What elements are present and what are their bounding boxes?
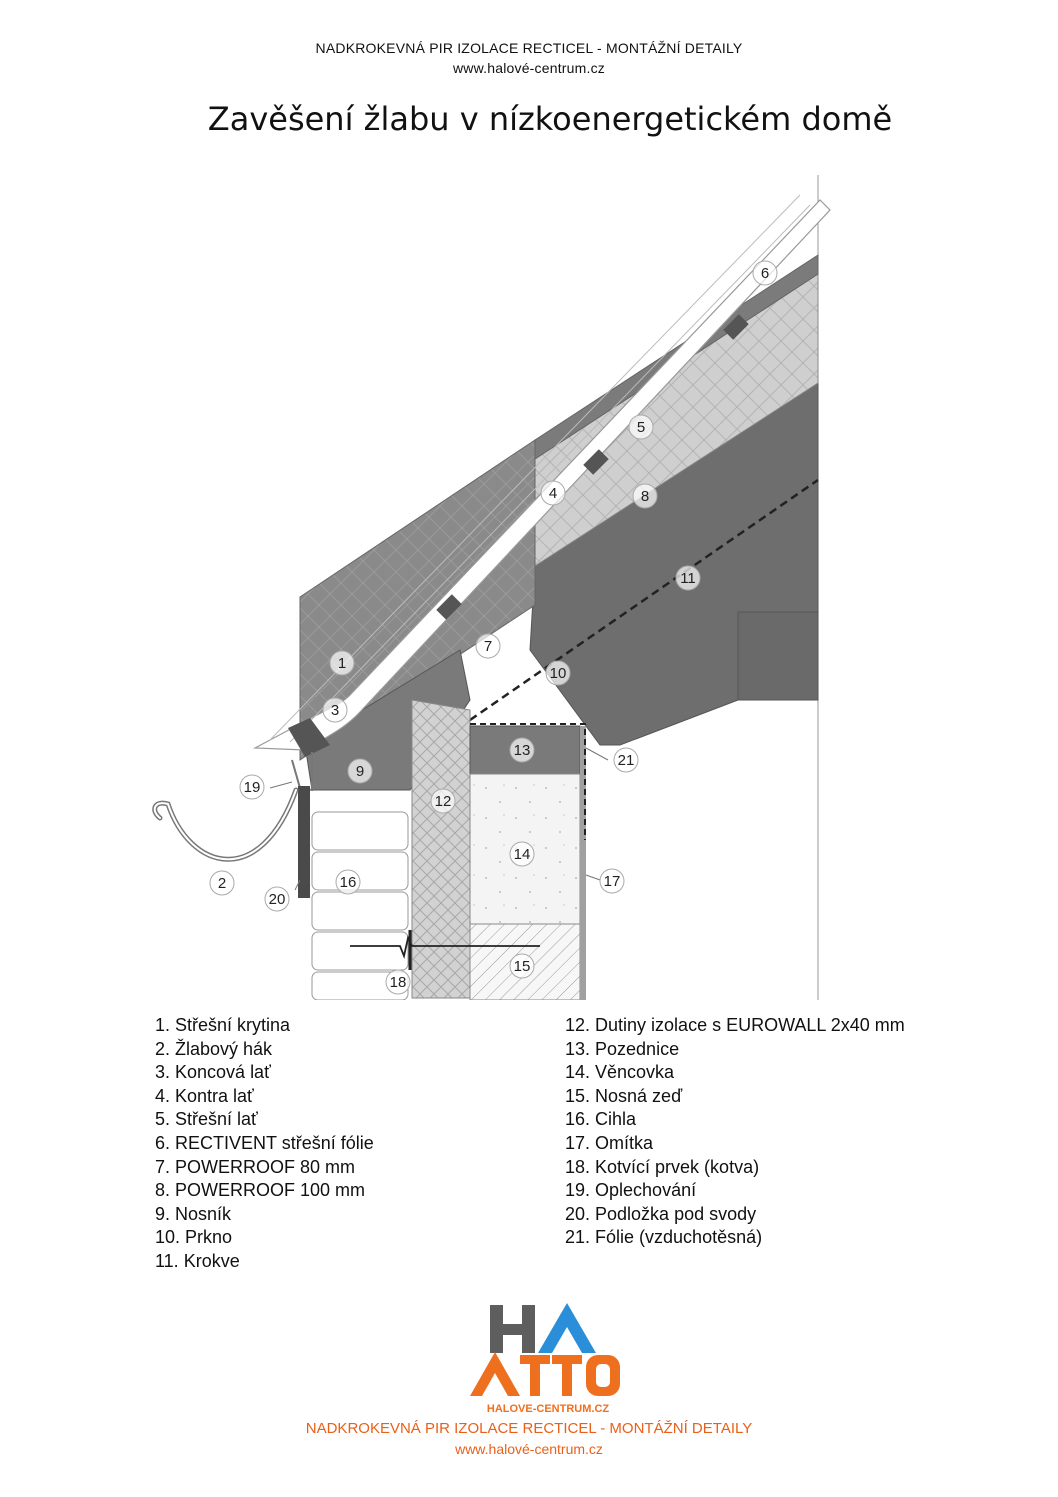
legend-item: 6. RECTIVENT střešní fólie [155,1132,374,1153]
callout-number-7: 7 [484,638,492,655]
callout-number-13: 13 [514,742,531,759]
legend-item: 20. Podložka pod svody [565,1203,757,1224]
callout-number-21: 21 [618,752,635,769]
callout-number-6: 6 [761,265,769,282]
callout-circle-11 [675,565,701,591]
callout-number-4: 4 [549,485,557,502]
callout-circle-15 [509,953,535,979]
logo-h-icon [490,1305,535,1353]
legend-item: 21. Fólie (vzduchotěsná) [565,1227,763,1248]
footer-title: NADKROKEVNÁ PIR IZOLACE RECTICEL - MONTÁ… [305,1420,753,1437]
callout-number-15: 15 [514,958,531,975]
legend-item: 19. Oplechování [565,1180,697,1201]
legend-item: 10. Prkno [155,1227,233,1248]
page-title: Zavěšení žlabu v nízkoenergetickém domě [207,100,893,138]
legend-item: 3. Koncová lať [155,1062,271,1083]
callout-number-11: 11 [680,570,696,587]
legend-item: 15. Nosná zeď [565,1085,683,1106]
callout-number-16: 16 [340,874,357,891]
legend-item: 9. Nosník [155,1203,232,1224]
cavity-insulation [411,699,471,999]
airtight-membrane-dashed [469,478,819,722]
roof-batten-c [723,314,749,340]
callout-number-19: 19 [244,779,261,796]
callout-number-1: 1 [338,655,346,672]
legend-item: 16. Cihla [565,1109,637,1130]
legend-item: 14. Věncovka [565,1062,675,1083]
callout-circle-12 [430,788,456,814]
callout-circle-14 [509,841,535,867]
logo-a2-icon [470,1352,520,1396]
callout-number-3: 3 [331,702,339,719]
legend-item: 5. Střešní lať [155,1109,258,1130]
legend-item: 17. Omítka [565,1132,654,1153]
legend-item: 18. Kotvící prvek (kotva) [565,1156,760,1177]
legend-item: 11. Krokve [155,1250,240,1271]
logo-tto-icon [520,1355,620,1396]
legend-item: 8. POWERROOF 100 mm [155,1180,366,1201]
ceiling-beam [737,611,819,701]
callout-circle-2 [209,870,235,896]
legend-item: 4. Kontra lať [155,1085,254,1106]
callout-number-5: 5 [637,419,645,436]
callout-number-20: 20 [269,891,286,908]
footer-url: www.halové-centrum.cz [455,1441,603,1457]
callout-circle-1 [329,650,355,676]
gutter [152,787,299,862]
callout-number-8: 8 [641,488,649,505]
eave-batten [288,718,330,757]
callout-circle-10 [545,660,571,686]
legend-item: 12. Dutiny izolace s EUROWALL 2x40 mm [565,1015,905,1035]
logo-a-icon [538,1303,596,1353]
callout-circle-9 [347,758,373,784]
logo-caption: HALOVE-CENTRUM.CZ [487,1403,609,1415]
anchor-kotva [350,935,540,960]
callout-number-14: 14 [514,846,531,863]
callout-circle-17 [599,868,625,894]
legend-right: 12. Dutiny izolace s EUROWALL 2x40 mm 13.… [565,1014,905,1250]
legend-item: 2. Žlabový hák [155,1038,273,1059]
callout-circle-4 [540,480,566,506]
callout-circle-21 [613,747,639,773]
callout-circle-3 [322,697,348,723]
plaster [580,726,586,1000]
callout-number-18: 18 [390,974,407,991]
roof-batten-a [436,594,462,620]
callout-circle-20 [264,886,290,912]
logo-halove-centrum: HALOVE-CENTRUM.CZ [470,1303,620,1415]
callout-circle-7 [475,633,501,659]
callout-circle-19 [239,774,265,800]
callout-circle-6 [752,260,778,286]
callout-circle-13 [509,737,535,763]
callout-number-12: 12 [435,793,452,810]
header-title: NADKROKEVNÁ PIR IZOLACE RECTICEL - MONTÁ… [315,40,743,56]
callout-circle-8 [632,483,658,509]
callout-circle-18 [385,969,411,995]
roof-batten-b [583,449,609,475]
callout-number-17: 17 [604,873,621,890]
legend-item: 13. Pozednice [565,1038,680,1059]
callout-number-10: 10 [550,665,567,682]
legend-item: 7. POWERROOF 80 mm [155,1156,356,1177]
callout-number-2: 2 [218,875,226,892]
gutter-pad [298,786,310,898]
legend-left: 1. Střešní krytina 2. Žlabový hák 3. Konco… [155,1014,374,1274]
legend-item: 1. Střešní krytina [155,1015,291,1035]
callout-circle-16 [335,869,361,895]
callout-number-9: 9 [356,763,364,780]
callout-circle-5 [628,414,654,440]
header-url: www.halové-centrum.cz [452,60,606,76]
